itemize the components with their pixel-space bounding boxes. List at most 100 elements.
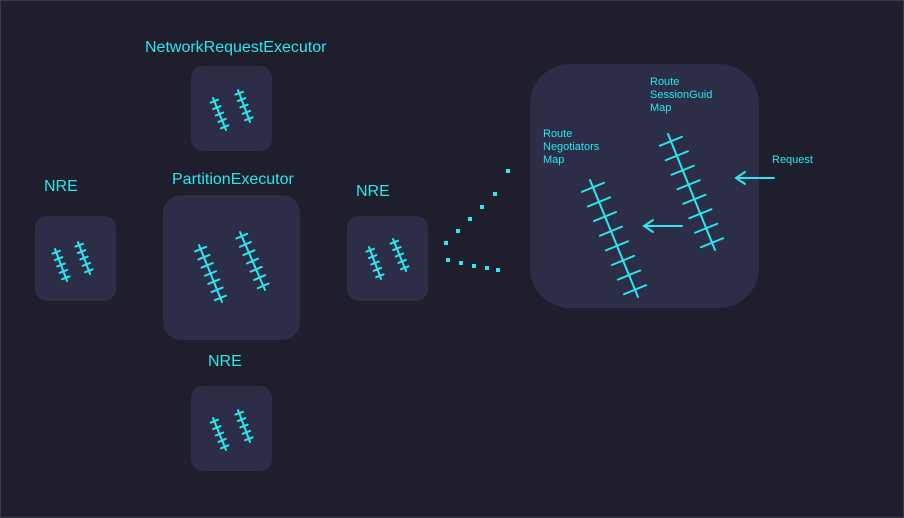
ladder-rung	[389, 239, 400, 245]
connector-dot	[446, 258, 450, 262]
ladder-rung	[604, 240, 630, 252]
ladder-rung	[244, 116, 254, 122]
ladder-rung	[253, 274, 267, 281]
ladder-rung	[203, 270, 218, 277]
ladder-rung	[217, 437, 227, 443]
ladder-nre-bottom-b	[234, 409, 254, 443]
connector-dot	[456, 229, 460, 233]
ladder-nre-right-b	[389, 238, 410, 272]
ladder-route-sessionguid-map	[658, 133, 725, 251]
ladder-rung	[234, 90, 244, 96]
ladder-rung	[676, 179, 701, 191]
ladder-rung	[212, 425, 222, 431]
ladder-rung	[217, 117, 227, 123]
ladder-rung	[76, 249, 87, 255]
ladder-rung	[241, 429, 252, 435]
connector-dot	[506, 169, 510, 173]
route-sessionguid-map-label: Route SessionGuid Map	[650, 76, 713, 114]
ladder-rung	[219, 124, 230, 130]
ladder-rung	[598, 225, 624, 237]
ladder-rung	[244, 436, 254, 442]
ladder-rung	[197, 253, 211, 261]
ladder-rung	[399, 265, 410, 271]
ladder-nre-bottom-a	[209, 417, 230, 451]
ladder-rung	[214, 431, 225, 437]
ladder-rung	[213, 294, 227, 302]
connector-dot	[496, 268, 500, 272]
ladder-rung	[394, 252, 405, 258]
ladder-nre-top-a	[209, 97, 230, 131]
ladder-partition-a	[194, 244, 227, 303]
connector-dot	[472, 264, 476, 268]
ladder-spine	[667, 133, 716, 251]
ladder-rung	[79, 255, 89, 261]
ladder-rung	[209, 418, 220, 424]
nre-bottom-box	[191, 386, 272, 471]
ladder-rung	[56, 262, 66, 268]
ladder-nre-top-b	[234, 89, 254, 123]
ladder-rung	[682, 193, 707, 205]
request-label: Request	[772, 154, 813, 166]
ladder-rung	[694, 222, 719, 234]
ladder-rung	[372, 266, 383, 272]
network-request-executor-label: NetworkRequestExecutor	[145, 39, 327, 56]
connector-dot	[468, 217, 472, 221]
ladder-rung	[658, 135, 684, 147]
request-arrow	[734, 171, 775, 185]
ladder-nre-left-a	[51, 248, 71, 282]
ladder-rung	[235, 232, 249, 240]
ladder-rung	[81, 261, 92, 267]
ladder-rung	[51, 249, 61, 255]
ladder-rung	[592, 211, 618, 223]
ladder-rung	[245, 257, 260, 265]
ladder-rung	[241, 109, 252, 115]
nre-left-box	[35, 216, 116, 301]
ladder-glyphs	[51, 89, 725, 451]
connector-dot	[480, 205, 484, 209]
ladder-rung	[664, 150, 689, 162]
ladder-rung	[210, 286, 224, 294]
ladder-rung	[236, 97, 247, 103]
ladder-rung	[212, 105, 222, 111]
ladder-rung	[236, 417, 247, 423]
nre-right-box	[347, 216, 428, 301]
ladder-nre-right-a	[365, 246, 385, 280]
ladder-rung	[256, 282, 270, 290]
ladder-rung	[392, 246, 402, 252]
partition-executor-label: PartitionExecutor	[172, 171, 294, 188]
ladder-rung	[375, 273, 385, 279]
ladder-rung	[688, 208, 713, 220]
ladder-rung	[200, 262, 214, 269]
ladder-rung	[53, 256, 64, 262]
ladder-rung	[365, 247, 375, 253]
ladder-rung	[622, 284, 648, 296]
ladder-nre-left-b	[74, 241, 94, 275]
ladder-rung	[219, 444, 230, 450]
connector-dot	[485, 266, 489, 270]
ladder-rung	[370, 260, 380, 266]
internal-arrow	[642, 219, 683, 233]
ladder-route-negotiators-map	[580, 179, 648, 298]
nre-right-label: NRE	[356, 183, 390, 200]
route-maps-box	[530, 64, 759, 308]
ladder-rung	[239, 423, 249, 429]
ladder-rung	[670, 164, 695, 176]
ladder-spine	[589, 179, 639, 298]
ladder-partition-b	[235, 231, 270, 291]
nre-left-label: NRE	[44, 178, 78, 195]
ladder-rung	[234, 410, 244, 416]
ladder-rung	[58, 268, 69, 274]
dotted-connector	[444, 169, 510, 272]
route-negotiators-map-label: Route Negotiators Map	[543, 128, 600, 166]
ladder-rung	[367, 254, 378, 260]
connector-dot	[459, 261, 463, 265]
ladder-rung	[397, 258, 407, 264]
ladder-rung	[239, 103, 249, 109]
network-request-executor-box	[191, 66, 272, 151]
ladder-rung	[616, 269, 642, 281]
ladder-rung	[610, 254, 636, 266]
ladder-rung	[84, 268, 94, 274]
ladder-rung	[238, 241, 252, 248]
ladder-rung	[580, 181, 606, 193]
